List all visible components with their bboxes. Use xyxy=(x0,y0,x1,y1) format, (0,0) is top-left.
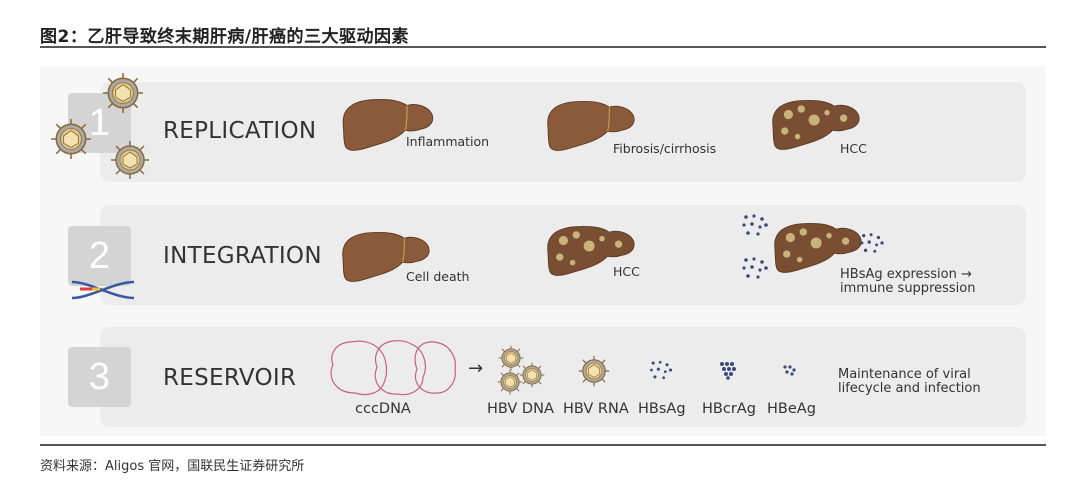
source-note: 资料来源：Aligos 官网，国联民生证券研究所 xyxy=(40,459,305,474)
item-label-hbv-rna: HBV RNA xyxy=(563,401,629,417)
row-3-number-box: 3 xyxy=(68,347,131,407)
row-3-bar xyxy=(100,327,1026,427)
dna-strand-icon xyxy=(71,280,135,300)
stage-label: HCC xyxy=(840,141,867,156)
virus-icon xyxy=(50,118,92,160)
hbeag-particles-icon xyxy=(783,365,796,376)
stage-label: Fibrosis/cirrhosis xyxy=(613,141,717,156)
hbcrag-particles-icon xyxy=(720,362,736,380)
title-rule xyxy=(40,46,1046,48)
reservoir-note-line1: Maintenance of viral xyxy=(838,367,971,382)
source-rule xyxy=(40,444,1046,446)
cccdna-icon xyxy=(330,340,456,396)
item-label-cccdna: cccDNA xyxy=(355,401,411,417)
virus-icon xyxy=(110,140,150,180)
item-label-hbsag: HBsAg xyxy=(638,401,686,417)
stage-label: Cell death xyxy=(406,269,470,284)
stage-label: HCC xyxy=(613,264,640,279)
row-2-number-box: 2 xyxy=(68,226,131,286)
virus-icon xyxy=(578,355,610,387)
hbsag-particles-icon xyxy=(648,359,674,381)
item-label-hbeag: HBeAg xyxy=(767,401,816,417)
item-label-hbv-dna: HBV DNA xyxy=(487,401,554,417)
virus-icon xyxy=(102,72,144,114)
figure-title: 图2：乙肝导致终末期肝病/肝癌的三大驱动因素 xyxy=(40,27,410,47)
reservoir-note-line2: lifecycle and infection xyxy=(838,381,981,396)
stage-label: Inflammation xyxy=(406,134,490,149)
hbsag-expression-line2: immune suppression xyxy=(840,281,976,296)
row-1-label: REPLICATION xyxy=(163,118,317,144)
virus-icon xyxy=(519,362,545,388)
hbsag-expression-line1: HBsAg expression → xyxy=(840,267,972,282)
hbsag-particles-icon xyxy=(858,232,886,254)
item-label-hbcrag: HBcrAg xyxy=(702,401,756,417)
hbsag-particles-icon xyxy=(740,213,770,237)
row-3-label: RESERVOIR xyxy=(163,365,297,391)
hbsag-particles-icon xyxy=(740,256,770,280)
row-2-label: INTEGRATION xyxy=(163,243,322,269)
arrow-icon: → xyxy=(468,358,484,379)
